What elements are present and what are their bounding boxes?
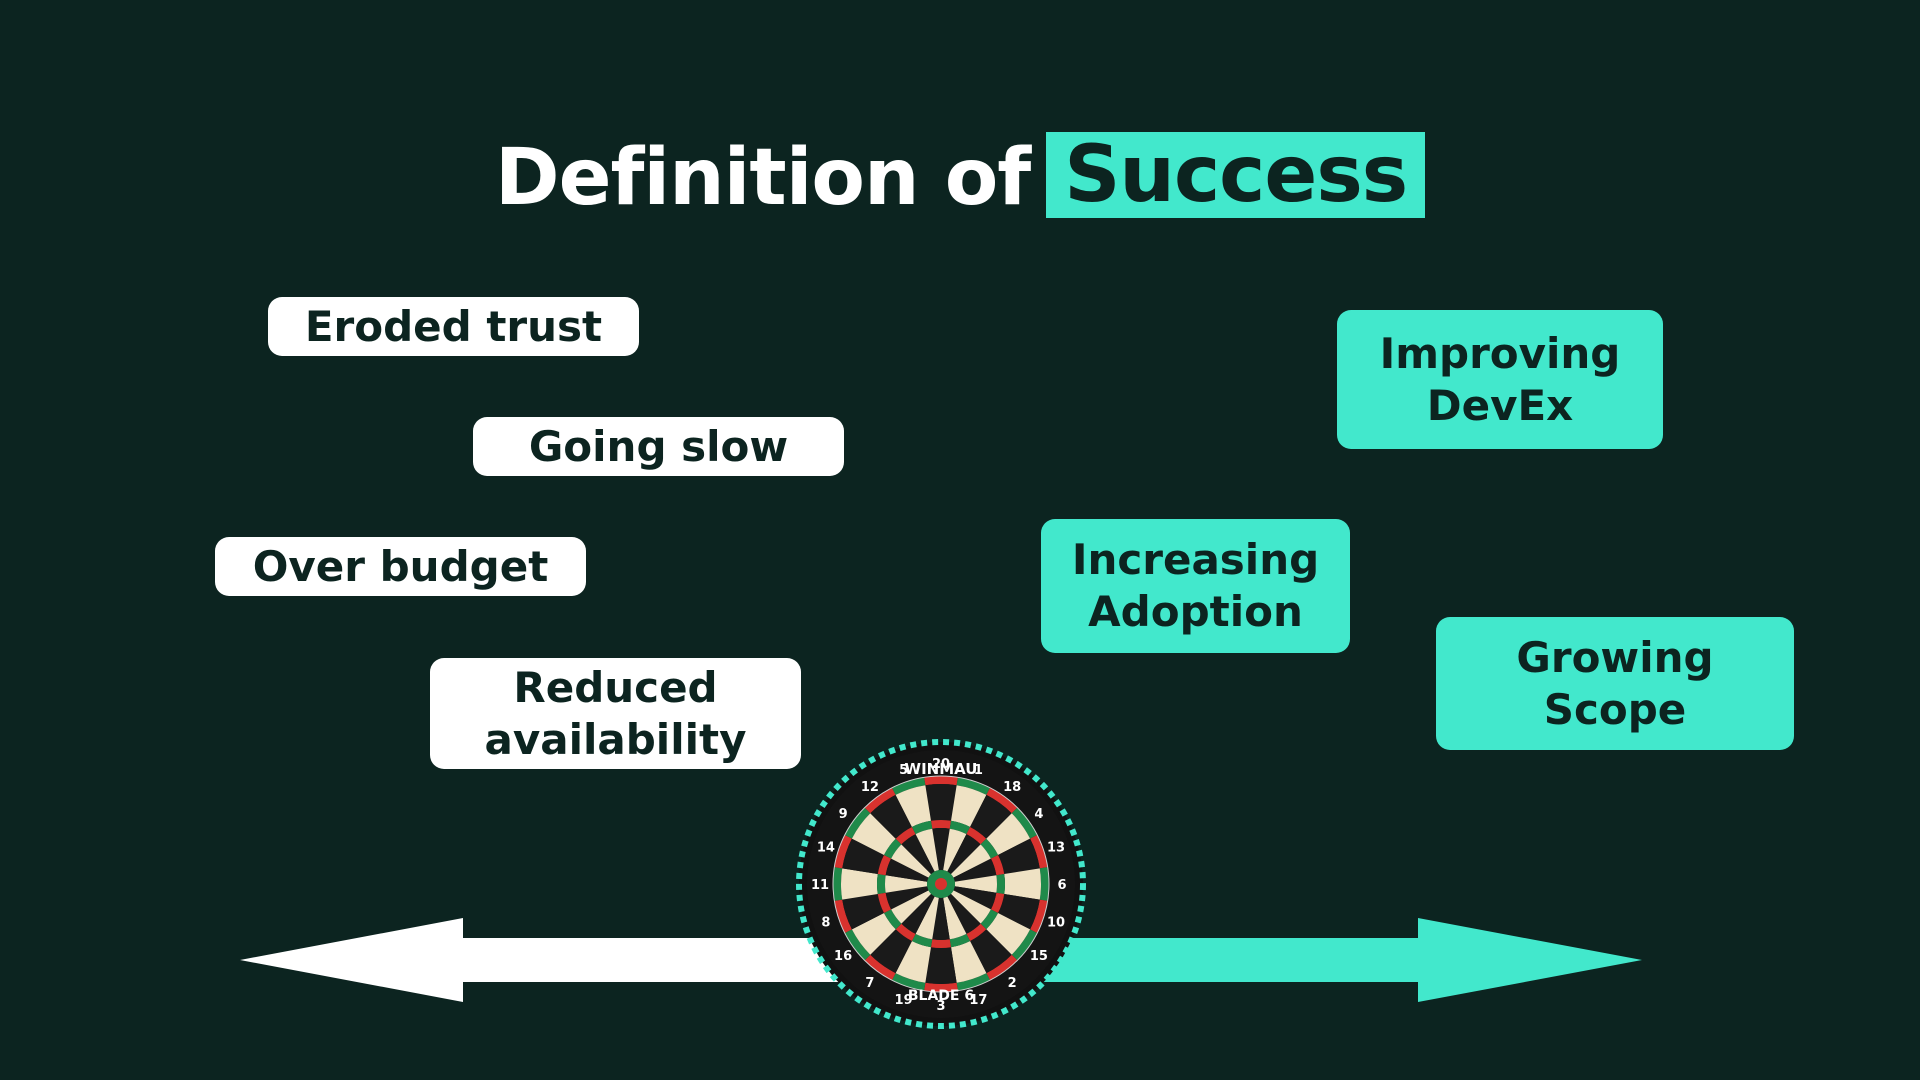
dartboard-model: BLADE 6 [908, 988, 974, 1004]
tag-label: Over budget [253, 541, 549, 593]
dartboard-number: 18 [1003, 780, 1021, 795]
tag-increasing-adoption: Increasing Adoption [1041, 519, 1350, 653]
dartboard-icon: 2011841361015217319716811149125WINMAUBLA… [799, 742, 1083, 1026]
dartboard-number: 13 [1047, 841, 1065, 856]
dartboard-number: 6 [1057, 878, 1066, 893]
dartboard-brand: WINMAU [905, 760, 978, 778]
bullseye [935, 878, 947, 890]
treble-ring-segment [877, 874, 886, 894]
dartboard-number: 7 [865, 976, 874, 991]
dartboard-number: 8 [821, 915, 830, 930]
title-prefix: Definition of [495, 133, 1030, 223]
tag-going-slow: Going slow [473, 417, 844, 476]
tag-label-line1: Improving [1380, 328, 1621, 380]
treble-ring-segment [931, 820, 951, 829]
dartboard-number: 16 [834, 949, 852, 964]
treble-ring-segment [931, 939, 951, 948]
tag-label-line2: Scope [1544, 684, 1687, 736]
treble-ring-segment [996, 874, 1005, 894]
tag-improving-devex: Improving DevEx [1337, 310, 1663, 449]
tag-label-line2: DevEx [1427, 380, 1574, 432]
tag-reduced-availability: Reduced availability [430, 658, 801, 769]
double-ring-segment [1040, 867, 1049, 901]
tag-over-budget: Over budget [215, 537, 586, 596]
dartboard-number: 2 [1008, 976, 1017, 991]
dartboard-number: 10 [1047, 915, 1065, 930]
tag-label: Going slow [529, 421, 788, 473]
dartboard-number: 12 [861, 780, 879, 795]
dartboard-number: 14 [817, 841, 835, 856]
tag-growing-scope: Growing Scope [1436, 617, 1794, 750]
tag-label-line1: Reduced [513, 662, 717, 714]
double-ring-segment [833, 867, 842, 901]
dartboard-number: 9 [839, 807, 848, 822]
dartboard-number: 4 [1034, 807, 1043, 822]
page-title: Definition ofSuccess [0, 128, 1920, 228]
tag-label: Eroded trust [305, 301, 602, 353]
tag-label-line2: Adoption [1088, 586, 1303, 638]
dartboard-number: 11 [811, 878, 829, 893]
tag-eroded-trust: Eroded trust [268, 297, 639, 356]
tag-label-line2: availability [485, 714, 747, 766]
tag-label-line1: Increasing [1072, 534, 1319, 586]
dartboard-number: 15 [1030, 949, 1048, 964]
tag-label-line1: Growing [1516, 632, 1713, 684]
title-highlight: Success [1046, 132, 1425, 218]
